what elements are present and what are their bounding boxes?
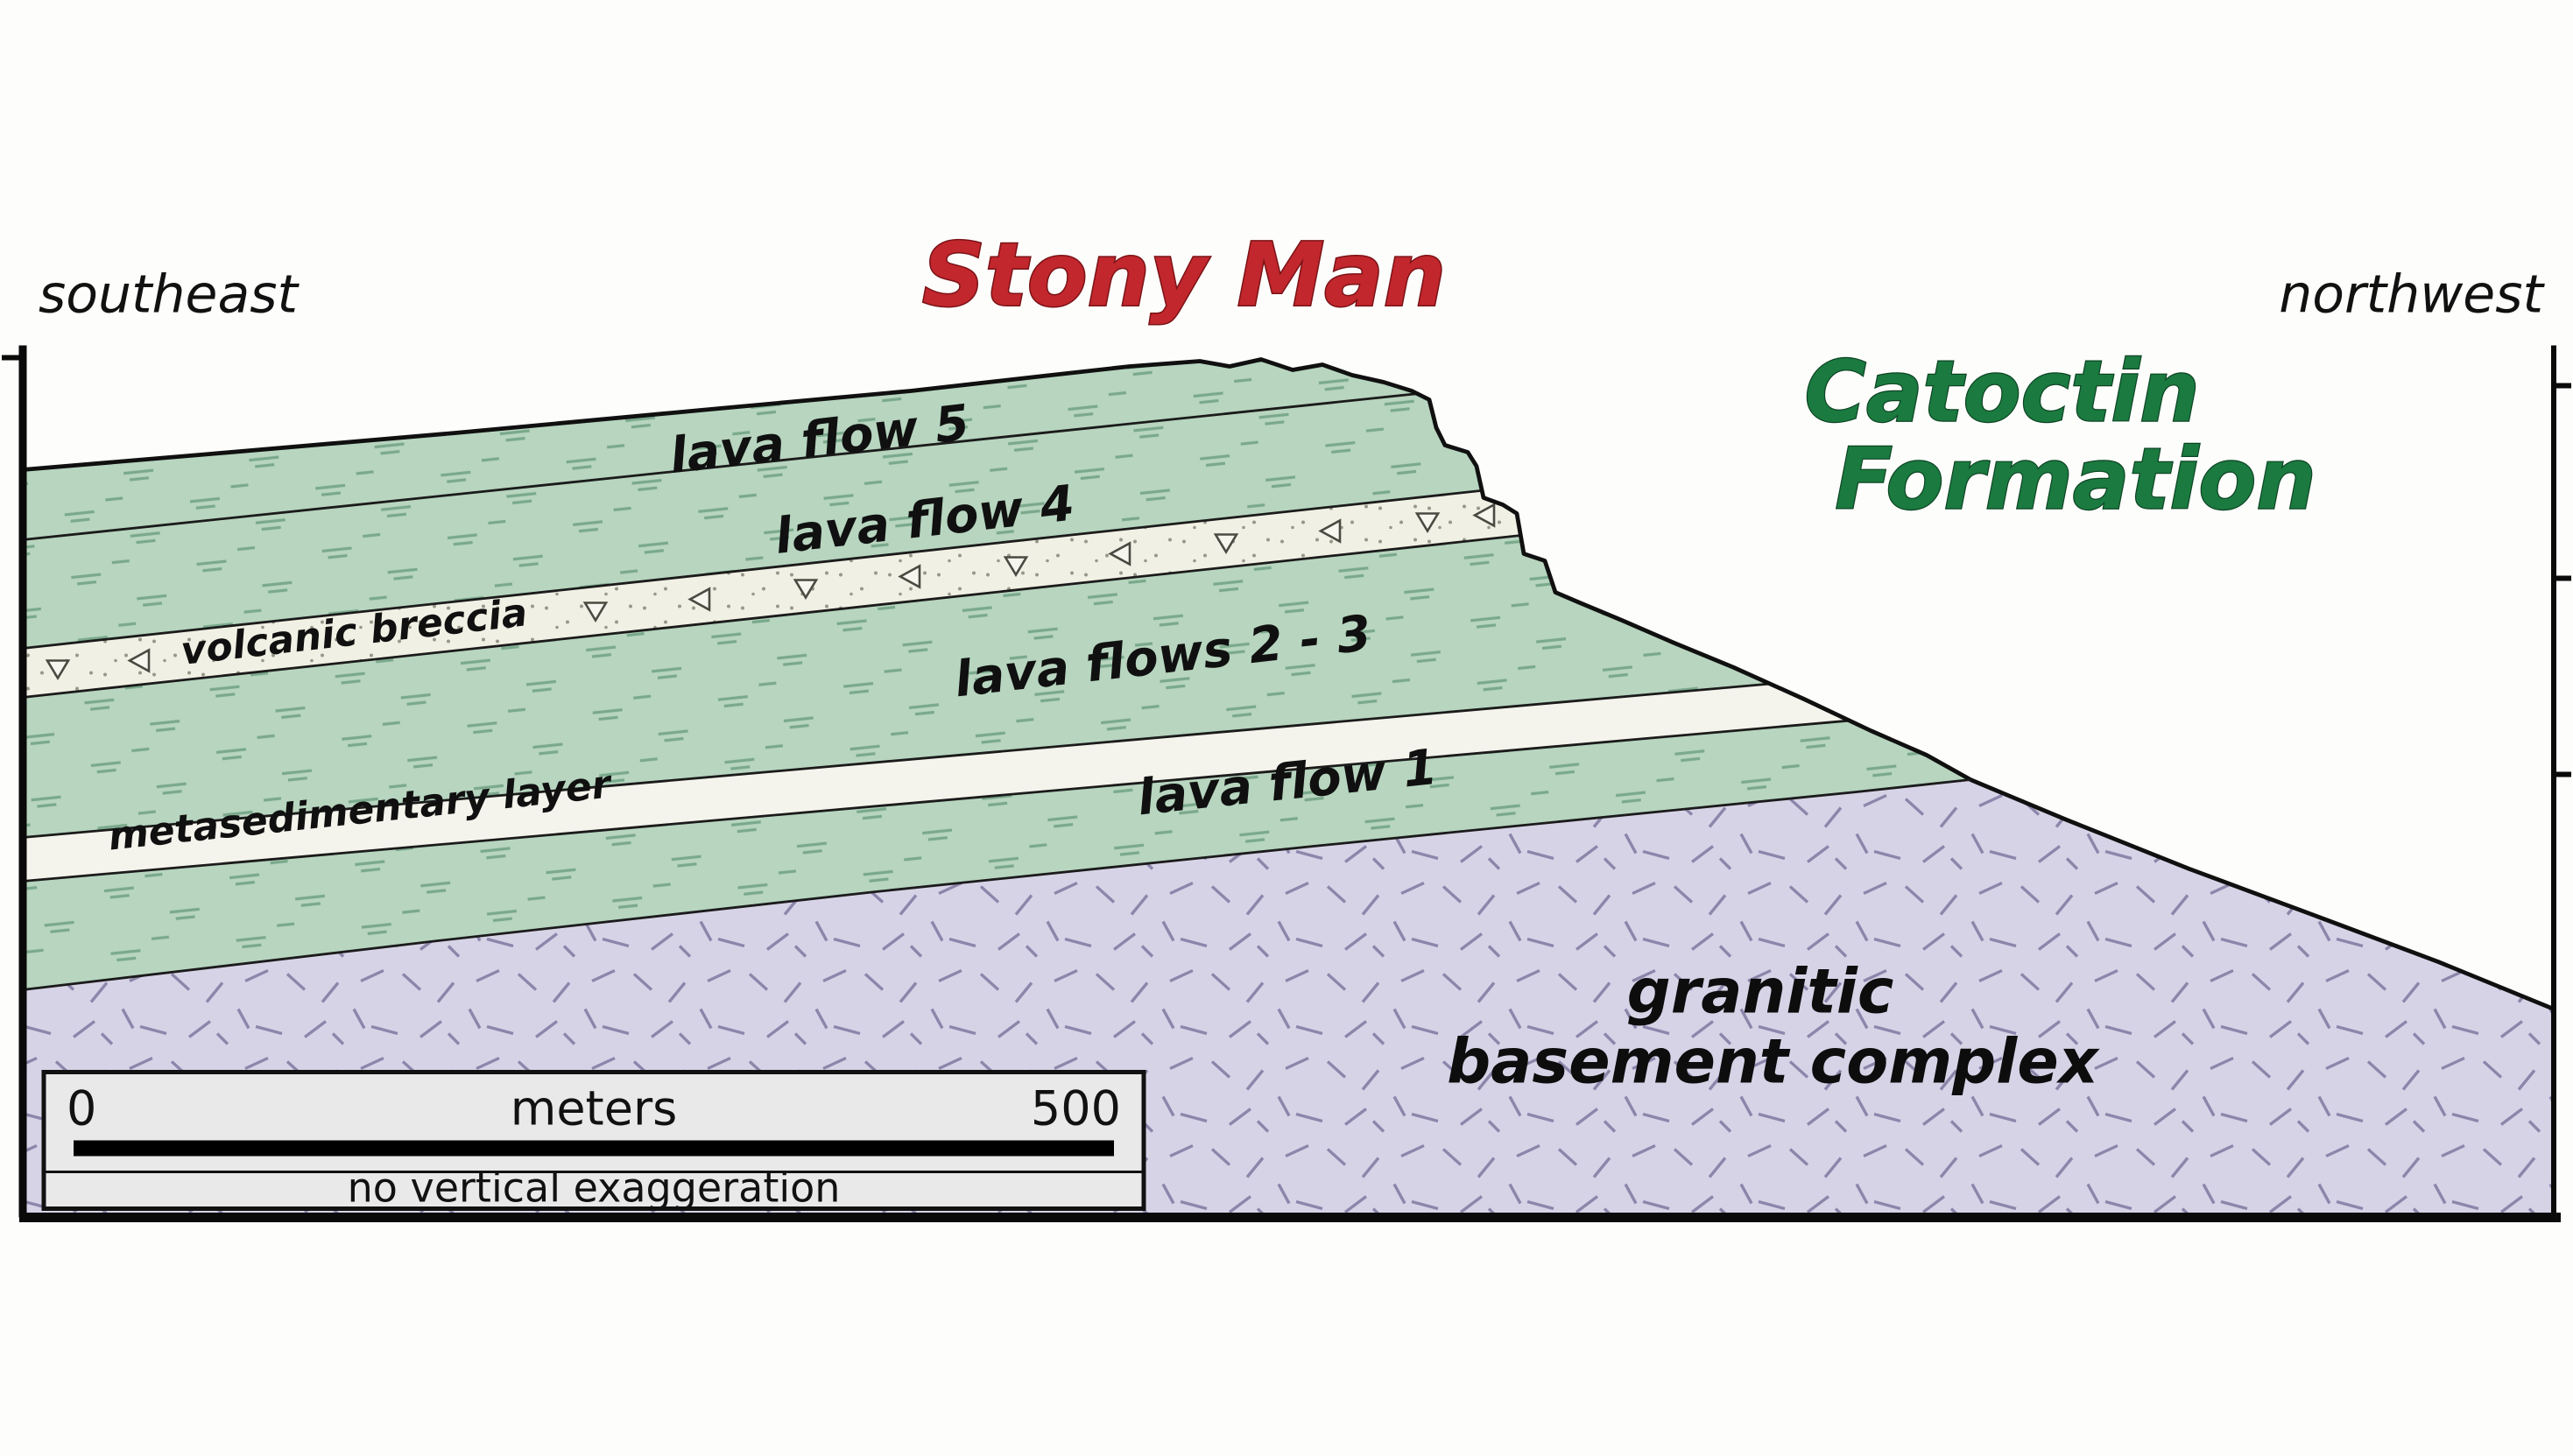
breccia-bottom-boundary <box>23 526 1595 699</box>
direction-northwest: northwest <box>2279 264 2545 326</box>
breccia-triangles <box>45 503 1496 681</box>
lava-layers <box>22 357 1972 991</box>
clast-icon <box>45 659 71 681</box>
clast-icon <box>1318 518 1342 544</box>
direction-southeast: southeast <box>39 264 300 326</box>
metased-fill <box>23 662 1970 882</box>
breccia-top-boundary <box>23 477 1595 650</box>
clast-icon <box>1472 503 1496 528</box>
formation-title-line1: Catoctin <box>1804 343 2199 441</box>
scale-rule <box>74 1140 1114 1157</box>
metased-bottom-boundary <box>23 705 1970 883</box>
scale-bar: 0 meters 500 no vertical exaggeration <box>41 1070 1146 1212</box>
label-basement-line2: basement complex <box>1447 1026 2100 1098</box>
lava5-lava4-boundary <box>23 374 1595 541</box>
granite-contact-outline <box>22 778 1971 991</box>
terrain-surface-outline <box>22 357 1972 782</box>
axes <box>2 345 2571 1222</box>
label-basement-line1: granitic <box>1627 956 1894 1028</box>
metased-band <box>23 661 1970 883</box>
clast-icon <box>898 564 921 589</box>
scale-unit: meters <box>511 1081 678 1136</box>
clast-icon <box>1414 512 1441 534</box>
clast-icon <box>127 648 151 673</box>
titles: southeast northwest Stony Man Catoctin F… <box>39 222 2545 530</box>
clast-icon <box>1213 533 1239 555</box>
clast-icon <box>793 579 819 601</box>
clast-icon <box>1003 556 1029 578</box>
formation-title-line2: Formation <box>1835 431 2316 529</box>
granite-surface-outline <box>1970 777 2555 1011</box>
clast-icon <box>582 601 609 623</box>
metased-top-boundary <box>23 661 1970 839</box>
scale-end: 500 <box>1031 1081 1121 1136</box>
scale-start: 0 <box>67 1081 96 1136</box>
peak-title: Stony Man <box>922 224 1446 327</box>
clast-icon <box>687 587 711 612</box>
clast-icon <box>1108 541 1131 566</box>
scale-note: no vertical exaggeration <box>348 1164 841 1212</box>
